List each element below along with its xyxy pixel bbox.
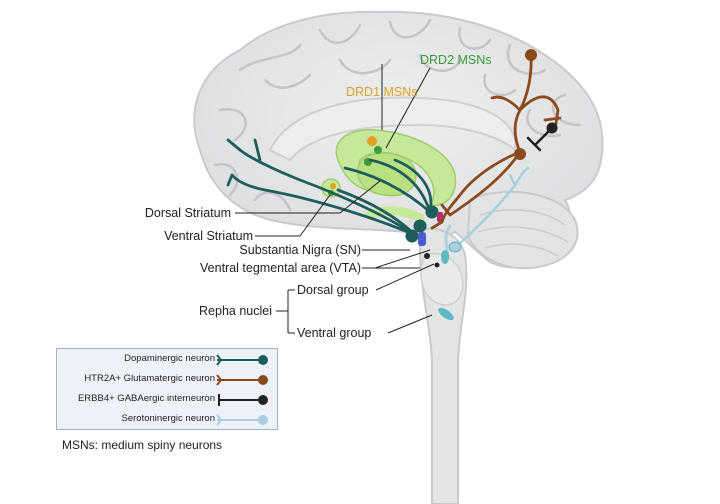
legend-label: HTR2A+ Glutamatergic neuron <box>84 373 215 384</box>
glutamatergic-soma-mid <box>514 148 526 160</box>
drd1-accumbens-dot <box>330 183 336 189</box>
raphe-ventral <box>438 307 454 321</box>
legend: Dopaminergic neuron HTR2A+ Glutamatergic… <box>56 348 278 430</box>
dorsal-group-label: Dorsal group <box>297 283 369 297</box>
drd2-msn-dot <box>374 146 382 154</box>
legend-item-dopaminergic: Dopaminergic neuron <box>57 350 277 370</box>
glutamatergic-soma-top <box>525 49 537 61</box>
glutamatergic-legend-icon <box>216 374 268 386</box>
glutamatergic-pathways <box>430 53 562 230</box>
striatum-tail <box>365 206 425 223</box>
drd1-label: DRD1 MSNs <box>346 85 418 99</box>
corpus-callosum <box>268 96 517 162</box>
ventral-group-label: Ventral group <box>297 326 371 340</box>
gabaergic-legend-icon <box>218 394 268 406</box>
dorsal-striatum-label: Dorsal Striatum <box>145 206 231 220</box>
dopaminergic-soma-sn <box>425 205 439 219</box>
striatum <box>321 129 457 223</box>
legend-item-serotoninergic: Serotoninergic neuron <box>57 410 277 430</box>
dopaminergic-legend-icon <box>216 354 268 366</box>
ventral-striatum-label: Ventral Striatum <box>164 229 253 243</box>
raphe-dorsal-2 <box>441 250 449 264</box>
gabaergic-terminal-2 <box>434 262 440 268</box>
dopaminergic-pathways <box>226 138 433 237</box>
legend-item-glutamatergic: HTR2A+ Glutamatergic neuron <box>57 370 277 390</box>
drd1-msn-dot <box>367 136 377 146</box>
substantia-nigra-label: Substantia Nigra (SN) <box>239 243 361 257</box>
cortex-folds <box>213 18 582 212</box>
leader-lines <box>235 64 435 334</box>
vta-marker <box>418 232 426 246</box>
cerebellum <box>466 190 579 270</box>
legend-label: Serotoninergic neuron <box>121 413 215 424</box>
drd2-label: DRD2 MSNs <box>420 53 492 67</box>
gabaergic-terminal <box>424 253 430 259</box>
pons <box>420 253 464 306</box>
legend-label: ERBB4+ GABAergic interneuron <box>77 393 215 404</box>
repha-nuclei-label: Repha nuclei <box>199 304 272 318</box>
dopaminergic-soma-vta <box>413 219 427 233</box>
footnote: MSNs: medium spiny neurons <box>62 438 223 452</box>
serotoninergic-legend-icon <box>216 414 268 426</box>
vta-label: Ventral tegmental area (VTA) <box>200 261 361 275</box>
legend-item-gabaergic: ERBB4+ GABAergic interneuron <box>57 390 277 410</box>
raphe-dorsal-1 <box>448 241 462 253</box>
legend-label: Dopaminergic neuron <box>124 353 215 364</box>
gabaergic-soma <box>546 122 558 134</box>
dopaminergic-soma-3 <box>405 229 419 243</box>
